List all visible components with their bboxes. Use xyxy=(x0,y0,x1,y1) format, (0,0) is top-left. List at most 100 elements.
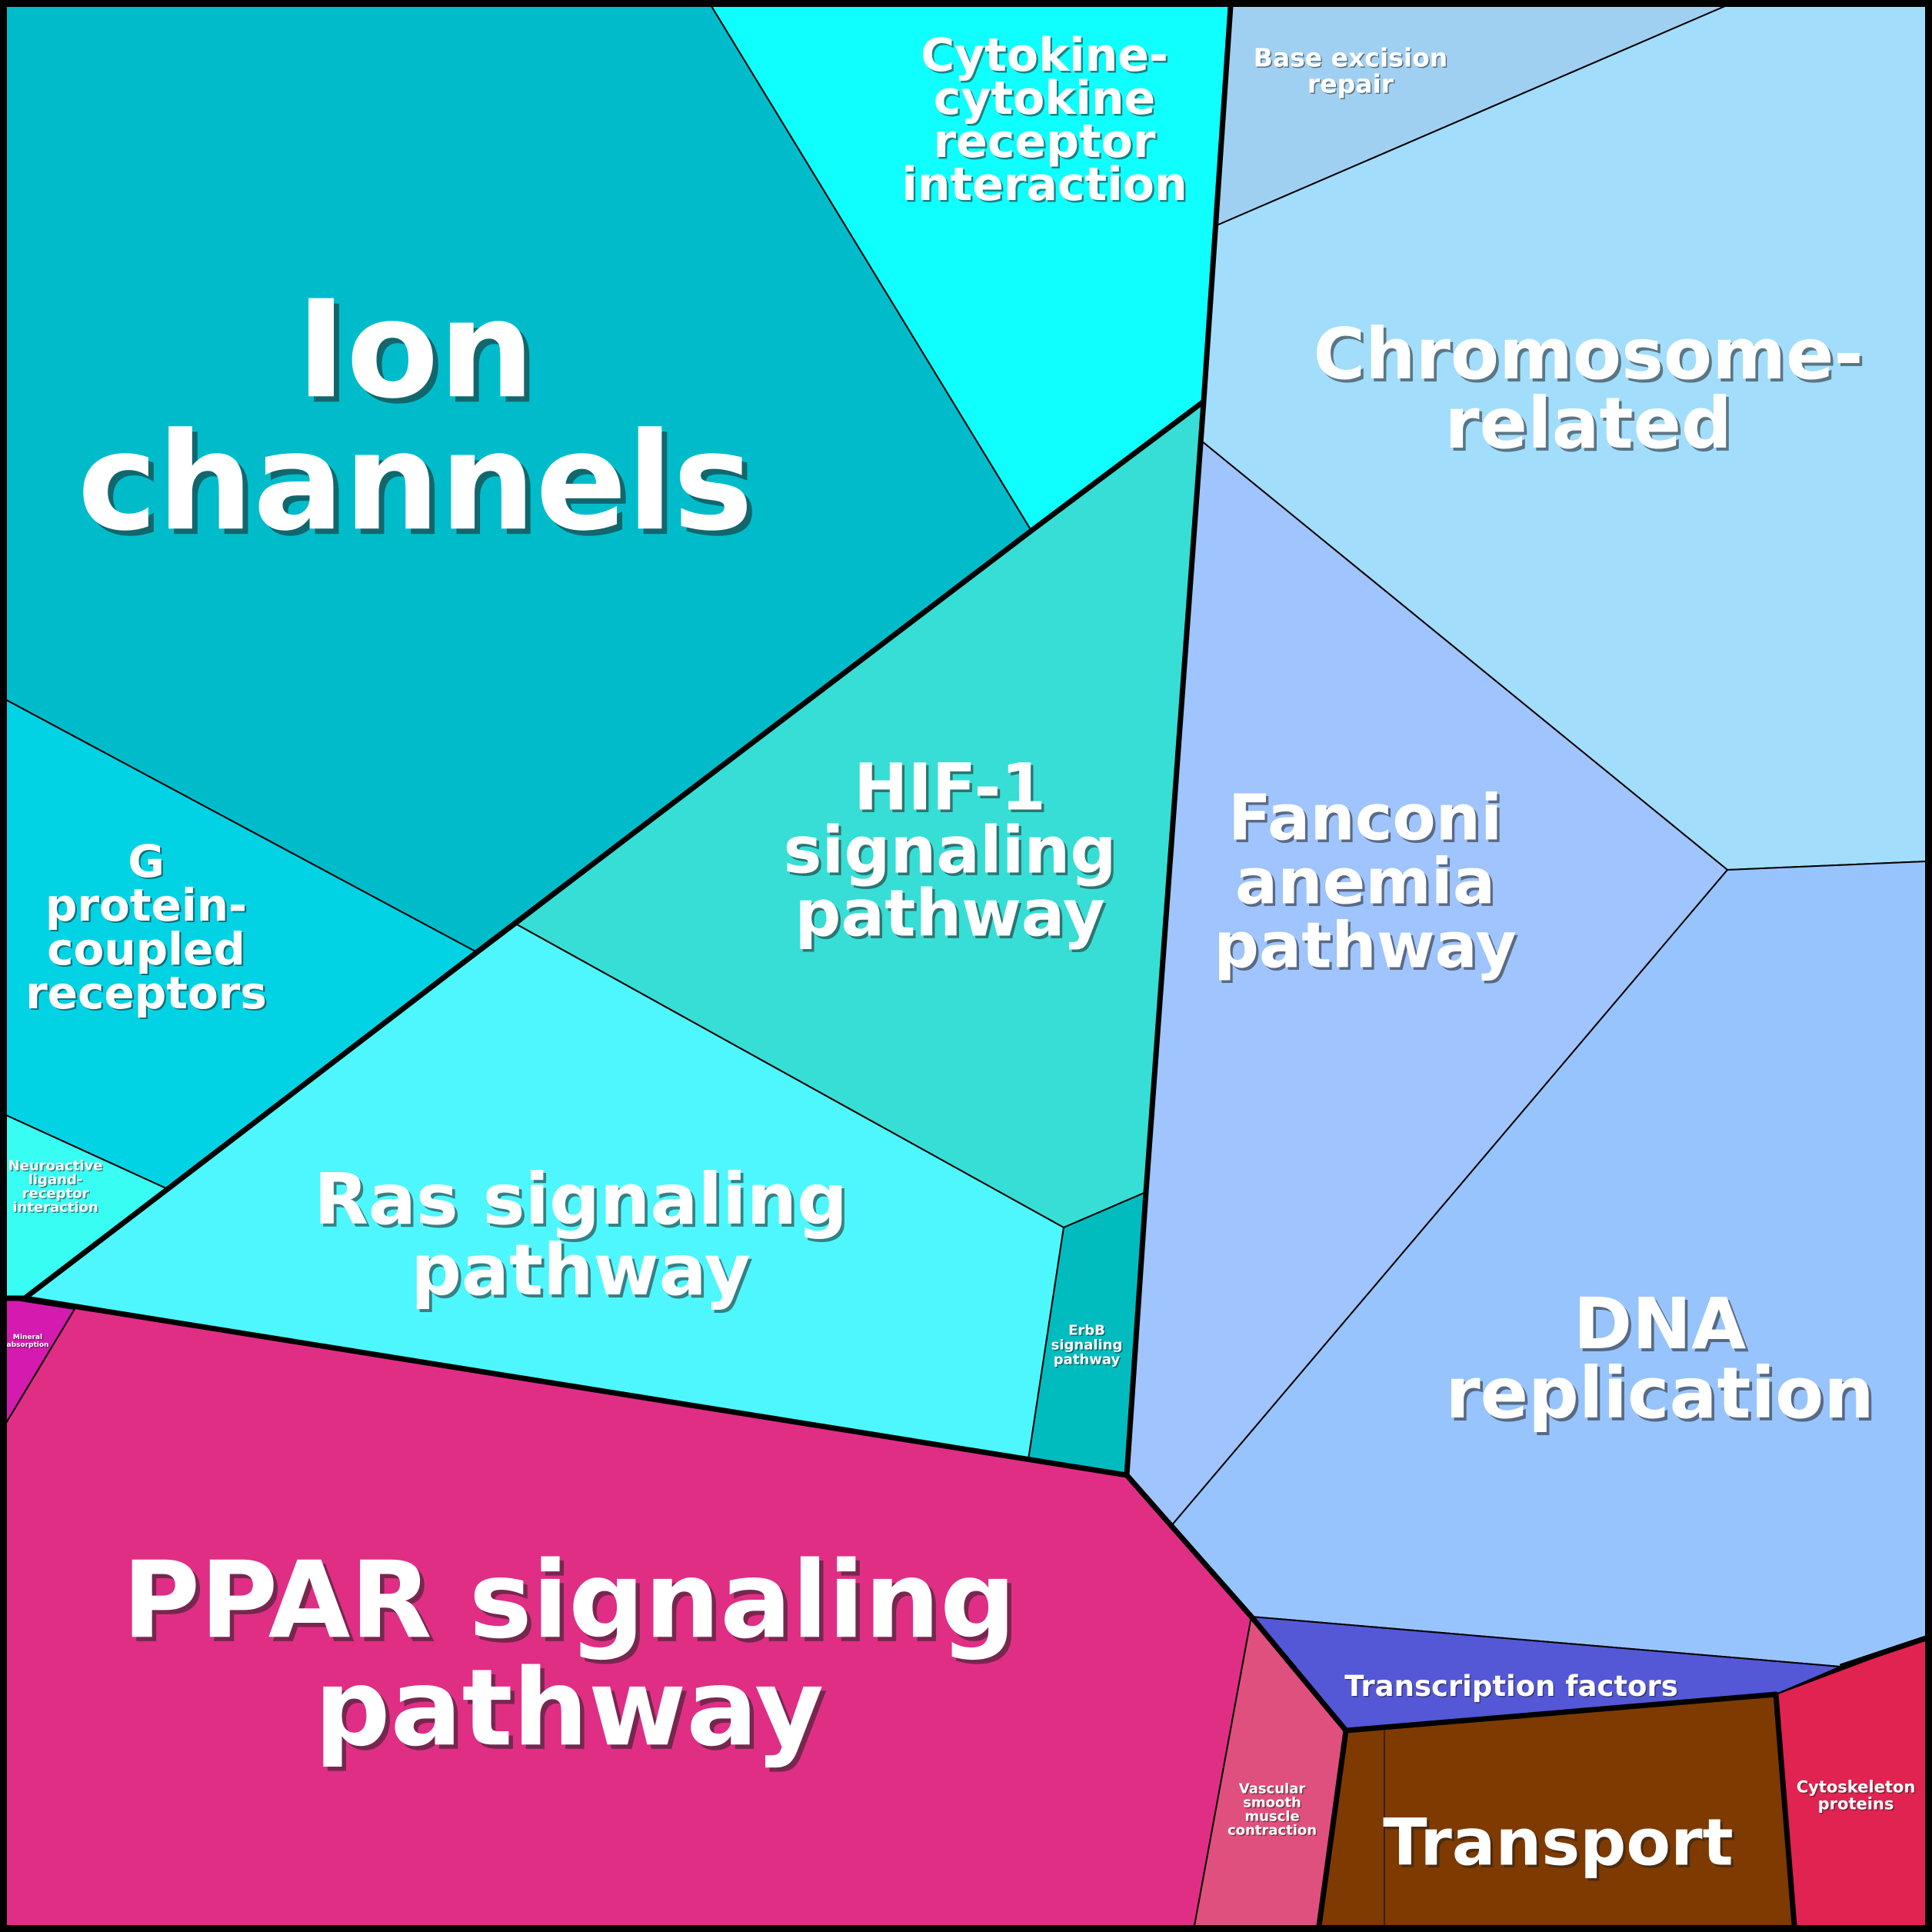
border-ion-ras xyxy=(22,399,1206,1301)
label-line: Transcription factors xyxy=(1344,1670,1678,1703)
label-line-shadow: Ras signaling xyxy=(317,1161,851,1244)
label-line-shadow: replication xyxy=(1448,1355,1877,1437)
label-line-shadow: Base excision xyxy=(1254,44,1449,74)
label-line-shadow: repair xyxy=(1308,70,1395,100)
label-chromosome: Chromosome-related xyxy=(1313,313,1863,465)
label-line-shadow: Cytokine- xyxy=(922,30,1170,84)
label-line-shadow: anemia xyxy=(1237,848,1497,921)
label-line: pathway xyxy=(1054,1351,1121,1367)
label-transcription: Transcription factors xyxy=(1344,1670,1678,1703)
label-line: PPAR signaling xyxy=(122,1538,1016,1662)
label-line: related xyxy=(1444,382,1732,465)
label-line: signaling xyxy=(1051,1337,1123,1353)
label-line-shadow: channels xyxy=(83,410,758,566)
label-line-shadow: DNA xyxy=(1576,1286,1749,1368)
label-line-shadow: G xyxy=(130,837,167,889)
label-line: absorption xyxy=(7,1341,49,1349)
label-line: pathway xyxy=(411,1229,751,1311)
label-line: Cytoskeleton xyxy=(1797,1777,1916,1796)
label-line-shadow: Cytoskeleton xyxy=(1797,1779,1917,1797)
label-line: repair xyxy=(1307,69,1394,99)
label-line: Chromosome- xyxy=(1313,313,1863,395)
label-line-shadow: interaction xyxy=(14,1201,99,1217)
label-line: Base excision xyxy=(1254,43,1448,73)
label-line: Transport xyxy=(1383,1804,1733,1880)
label-line: Neuroactive xyxy=(8,1158,103,1174)
border-cyan-blue xyxy=(1124,5,1234,1476)
label-line: Ras signaling xyxy=(314,1158,848,1241)
label-line-shadow: ligand- xyxy=(29,1173,84,1189)
label-line: coupled xyxy=(47,923,245,975)
label-line-shadow: proteins xyxy=(1819,1796,1895,1814)
label-line: Mineral xyxy=(13,1334,42,1341)
label-line-shadow: ErbB xyxy=(1070,1324,1107,1340)
label-line: pathway xyxy=(794,875,1104,951)
label-line: receptors xyxy=(25,967,267,1019)
label-line-shadow: Transcription factors xyxy=(1346,1671,1680,1704)
border-dna-bottom xyxy=(1839,1635,1927,1670)
label-line: pathway xyxy=(1214,910,1517,983)
label-line-shadow: Neuroactive xyxy=(9,1159,104,1175)
label-transcription-shadow: Transcription factors xyxy=(1346,1671,1680,1704)
label-line: protein- xyxy=(45,879,247,931)
border-transport xyxy=(1316,1730,1349,1927)
label-line: receptor xyxy=(22,1185,89,1201)
label-chromosome-shadow: Chromosome-related xyxy=(1316,316,1866,468)
label-line-shadow: receptors xyxy=(27,968,268,1021)
label-line-shadow: protein- xyxy=(47,881,248,933)
label-line-shadow: pathway xyxy=(1216,912,1519,985)
label-line-shadow: Fanconi xyxy=(1231,784,1504,858)
label-line-shadow: signaling xyxy=(1052,1338,1124,1354)
label-line: interaction xyxy=(12,1199,98,1215)
label-line: muscle xyxy=(1244,1808,1299,1824)
label-transport: Transport xyxy=(1383,1804,1733,1880)
label-line: channels xyxy=(78,405,753,561)
label-line: replication xyxy=(1445,1352,1874,1434)
label-transport-shadow: Transport xyxy=(1386,1807,1736,1883)
label-line-shadow: contraction xyxy=(1228,1824,1317,1840)
label-line-shadow: Ion xyxy=(301,278,540,434)
label-line-shadow: Mineral xyxy=(14,1335,43,1343)
label-line-shadow: cytokine xyxy=(935,73,1157,127)
label-line-shadow: PPAR signaling xyxy=(127,1543,1021,1667)
label-line-shadow: interaction xyxy=(904,159,1189,213)
label-line-shadow: HIF-1 xyxy=(857,752,1049,828)
label-line: cytokine xyxy=(934,72,1155,125)
label-line-shadow: receptor xyxy=(935,116,1158,170)
label-line-shadow: pathway xyxy=(1054,1353,1121,1369)
label-line: anemia xyxy=(1235,846,1495,919)
label-line: receptor xyxy=(934,115,1156,168)
label-line-shadow: pathway xyxy=(798,878,1108,954)
label-line: contraction xyxy=(1227,1822,1317,1838)
group-borders xyxy=(6,5,1927,1927)
label-line-shadow: absorption xyxy=(8,1343,50,1351)
label-line: ligand- xyxy=(28,1171,83,1188)
